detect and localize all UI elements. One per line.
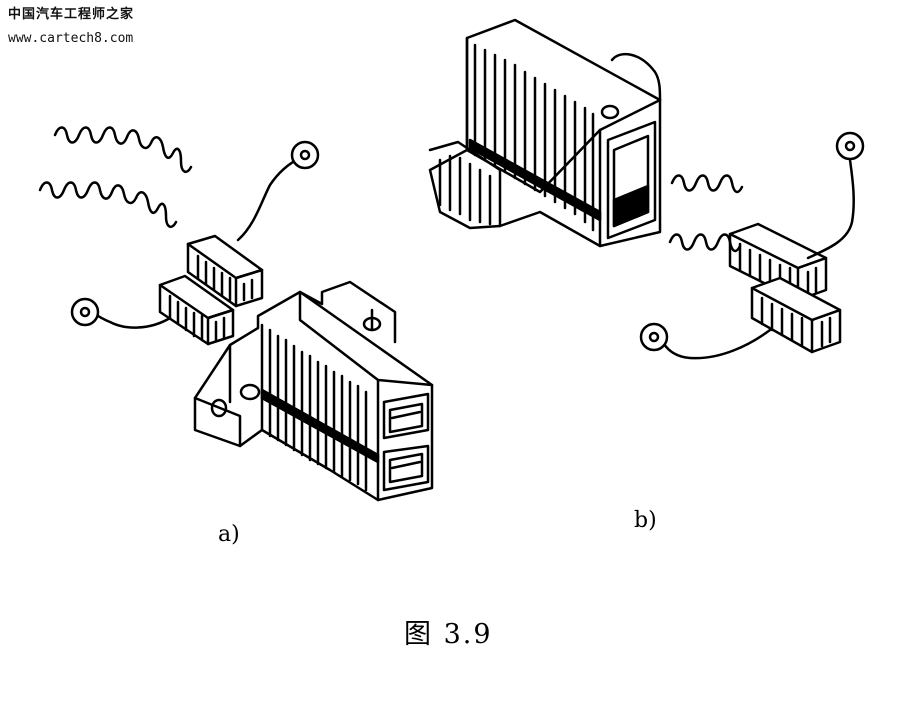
brush-lower-a bbox=[70, 274, 235, 346]
brush-lower-b bbox=[639, 276, 842, 360]
assembly-a bbox=[38, 126, 434, 502]
brush-upper-a bbox=[186, 140, 320, 308]
assembly-b bbox=[428, 18, 865, 360]
figure-caption: 图 3.9 bbox=[404, 619, 493, 650]
holder-a bbox=[193, 280, 434, 502]
brush-upper-b bbox=[728, 131, 865, 302]
label-a: a) bbox=[218, 522, 240, 547]
watermark-title: 中国汽车工程师之家 bbox=[8, 7, 135, 22]
spring-lower-a bbox=[38, 181, 178, 229]
watermark-url: www.cartech8.com bbox=[8, 31, 134, 46]
spring-upper-a bbox=[53, 126, 193, 174]
label-b: b) bbox=[634, 508, 657, 533]
spring-upper-b bbox=[670, 174, 744, 194]
holder-b bbox=[428, 18, 662, 248]
